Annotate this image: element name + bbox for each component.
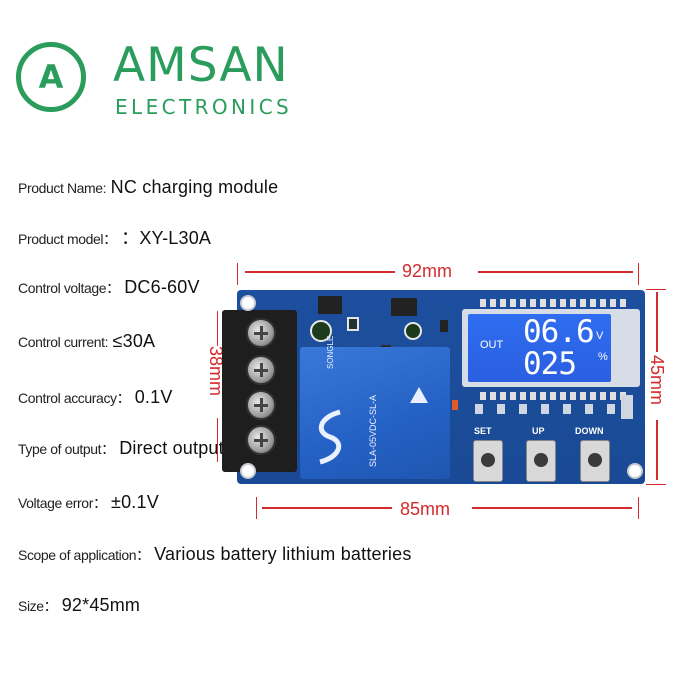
lcd-percent-value: 025 [523,346,577,382]
led-indicator [452,400,458,410]
spec-value: DC6-60V [124,277,200,297]
lcd-pin-header [480,392,630,400]
spec-value: Direct output [119,438,224,458]
lcd-display [468,314,611,382]
mounting-hole [627,463,643,479]
dim-top-line-right [478,271,633,273]
warning-triangle-icon [410,387,428,403]
spec-label: Product Name: [18,180,107,196]
dim-top-line-left [245,271,395,273]
dim-right-line-top [656,292,658,352]
button-label-set: SET [474,426,492,436]
spec-label: Type of output： [18,441,115,457]
spec-scope-of-application: Scope of application： Various battery li… [18,544,412,565]
spec-label: Control current: [18,334,109,350]
spec-label: Control voltage： [18,280,120,296]
up-button[interactable] [526,440,556,482]
smd-row [475,404,625,414]
spec-control-accuracy: Control accuracy： 0.1V [18,387,173,408]
spec-label: Size： [18,598,58,614]
smd-component [440,320,448,332]
dim-bottom-label: 85mm [400,499,451,519]
logo-letter: A [39,58,64,96]
spec-value: ±0.1V [111,492,159,512]
screw-terminal-icon [246,425,276,455]
spec-value: Various battery lithium batteries [154,544,412,564]
spec-label: Control accuracy： [18,390,131,406]
spec-value: ≤30A [112,331,156,351]
brand-logo-icon: A [16,42,86,112]
lcd-voltage-value: 06.6 [523,314,595,350]
songle-logo-icon [318,409,342,465]
dim-top-label: 92mm [402,261,453,281]
dim-top-tick-left [237,263,238,285]
dim-bottom-line-left [262,507,392,509]
brand-name: AMSAN [113,38,289,93]
spec-product-name: Product Name: NC charging module [18,177,278,198]
brand-subtitle: ELECTRONICS [115,95,293,119]
spec-value: 0.1V [134,387,173,407]
dim-right-tick-top [646,289,666,290]
relay: SONGLE SLA-05VDC-SL-A [300,336,450,479]
dim-bottom-tick-right [638,497,639,519]
connector-header [621,395,633,419]
spec-voltage-error: Voltage error： ±0.1V [18,492,159,513]
screw-terminal-icon [246,318,276,348]
capacitor [404,322,422,340]
spec-type-of-output: Type of output： Direct output [18,438,224,459]
capacitor [310,320,332,342]
lcd-voltage-unit: V [596,330,604,342]
dim-right-label: 45mm [647,355,667,406]
spec-value: NC charging module [110,177,279,197]
spec-value: 92*45mm [61,595,141,615]
set-button[interactable] [473,440,503,482]
mounting-hole [240,295,256,311]
spec-control-voltage: Control voltage： DC6-60V [18,277,200,298]
lcd-out-label: OUT [480,339,504,351]
dim-bottom-tick-left [256,497,257,519]
dim-left-line-bottom [217,418,218,462]
mounting-hole [240,463,256,479]
dim-bottom-line-right [472,507,632,509]
regulator-chip [318,296,342,314]
dim-left-line-top [217,311,218,346]
relay-brand: SONGLE [326,335,335,369]
screw-terminal-icon [246,355,276,385]
spec-product-model: Product model： ：XY-L30A [18,224,211,250]
spec-label: Product model： [18,231,117,247]
dim-top-tick-right [638,263,639,285]
spec-size: Size： 92*45mm [18,595,140,616]
lcd-percent-unit: % [598,351,608,363]
dim-right-tick-bottom [646,484,666,485]
spec-label: Voltage error： [18,495,107,511]
dim-right-line-bottom [656,420,658,480]
transistor [347,317,359,331]
relay-model: SLA-05VDC-SL-A [368,394,378,467]
button-label-up: UP [532,426,545,436]
ic-chip [391,298,417,316]
spec-label: Scope of application： [18,547,150,563]
screw-terminal-icon [246,390,276,420]
spec-value: ：XY-L30A [121,228,212,248]
dim-left-label: 38mm [206,346,226,397]
button-label-down: DOWN [575,426,604,436]
lcd-pin-header [480,299,630,307]
spec-control-current: Control current: ≤30A [18,331,155,352]
down-button[interactable] [580,440,610,482]
